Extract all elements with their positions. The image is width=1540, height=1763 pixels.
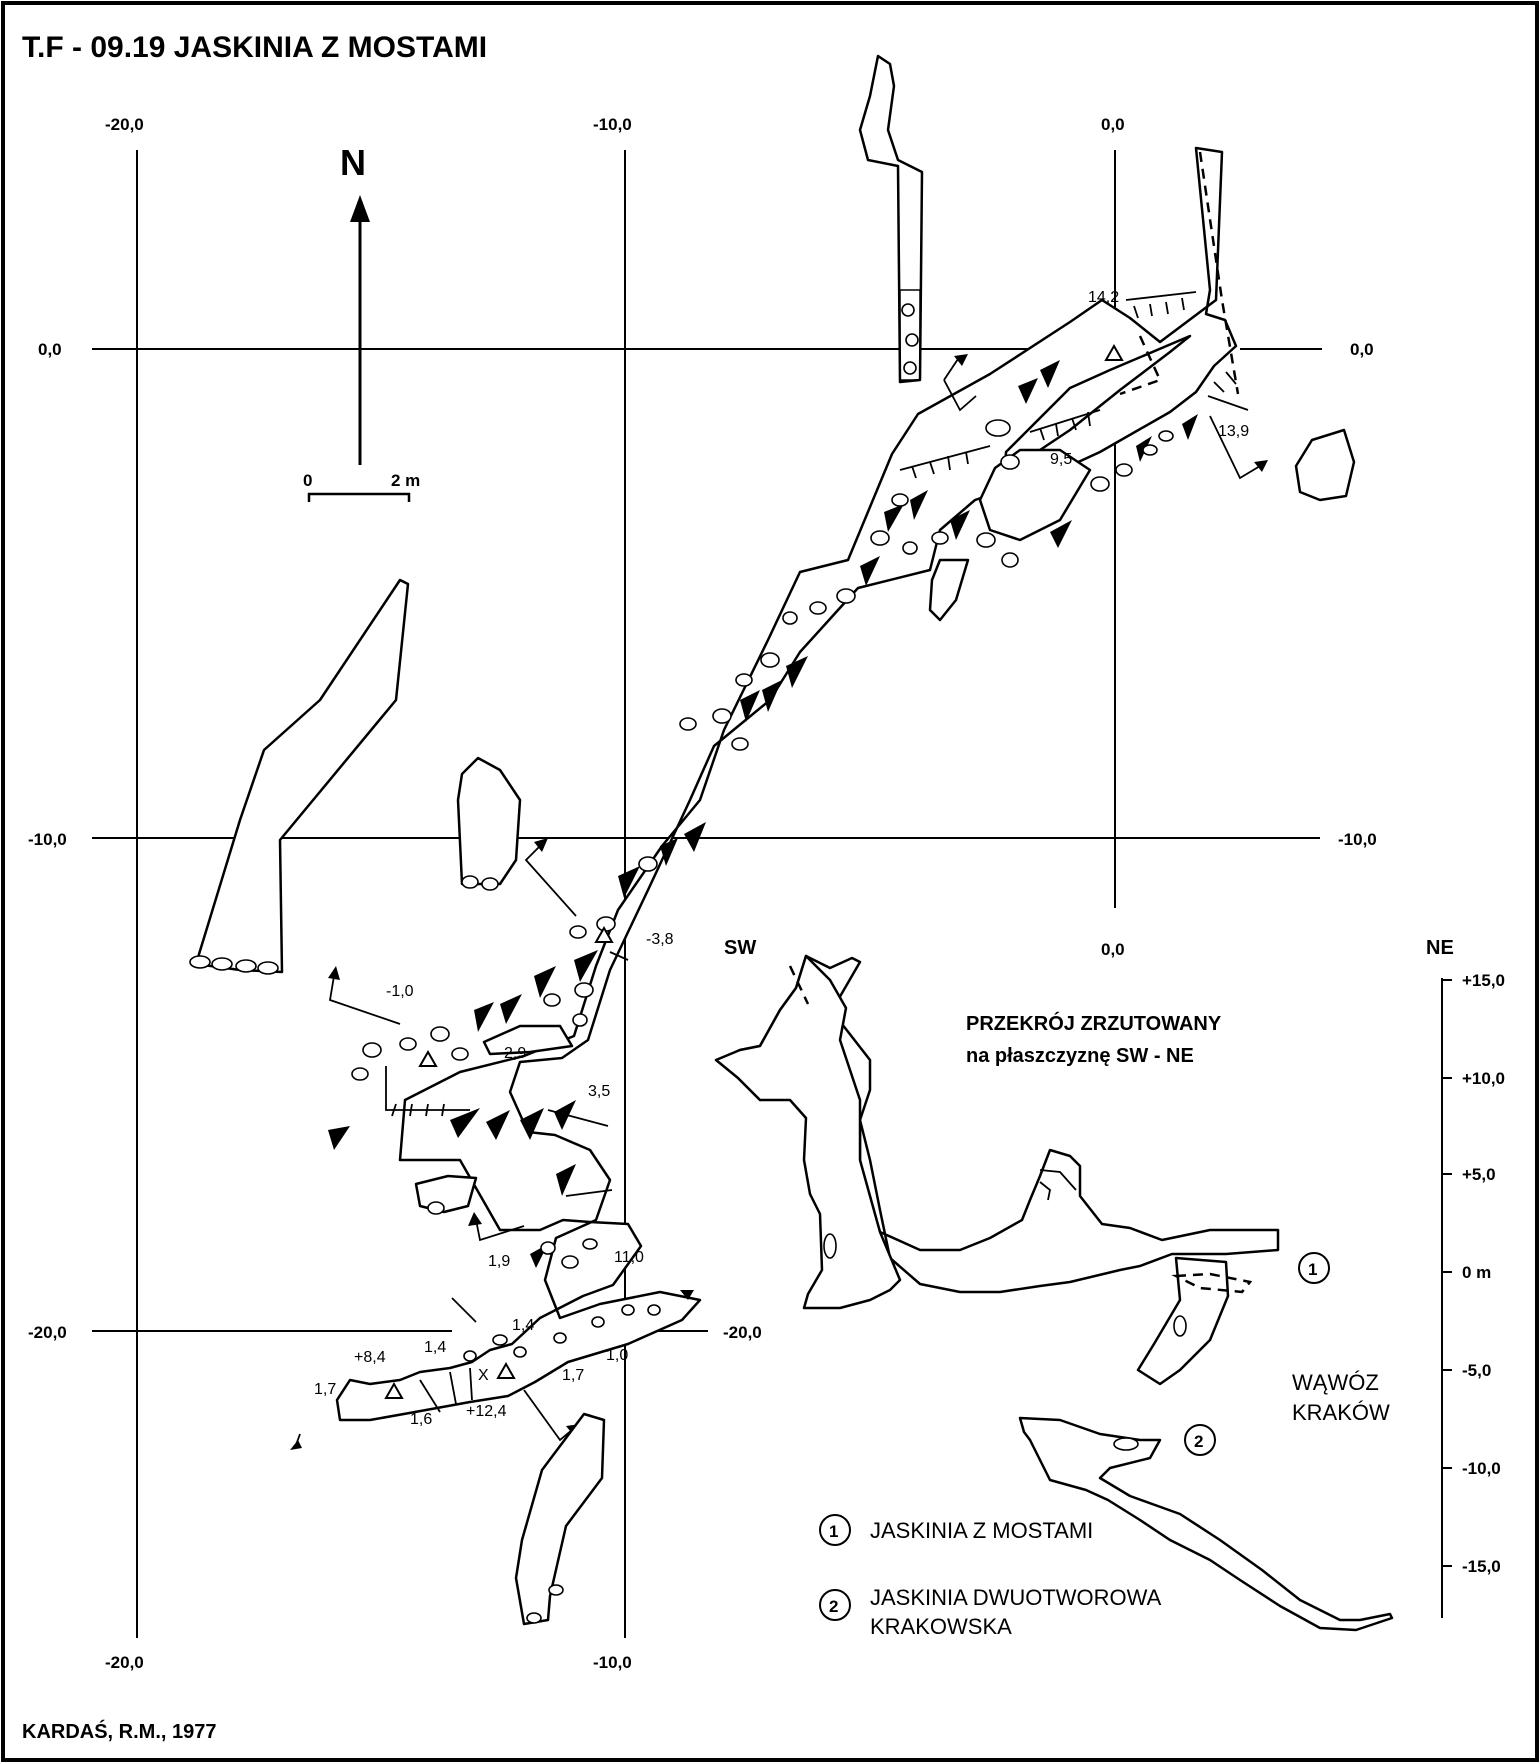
- grid-label-y-right-1: 0,0: [1350, 340, 1374, 359]
- section-marker-1-label: 1: [1308, 1260, 1317, 1279]
- section-cut-markers: [290, 354, 1268, 1450]
- svg-text:X: X: [478, 1367, 489, 1384]
- legend-item-2: JASKINIA DWUOTWOROWA: [870, 1585, 1162, 1610]
- cave-plan: X 14,2 13,9 9,5 -: [189, 54, 1356, 1626]
- cross-sections: [189, 54, 1356, 1626]
- station-label-plus-8-4: +8,4: [354, 1349, 386, 1366]
- grid-label-y-right-3: -20,0: [723, 1323, 762, 1342]
- station-label-1-0: 1,0: [606, 1347, 628, 1364]
- projected-section: SW NE PRZEKRÓJ ZRZUTOWANY na płaszczyznę…: [714, 937, 1505, 1632]
- section-title-line-1: PRZEKRÓJ ZRZUTOWANY: [966, 1011, 1222, 1035]
- station-label-1-6: 1,6: [410, 1411, 432, 1428]
- rubble-symbols: [351, 419, 1174, 1362]
- station-label-11-0: 11,0: [614, 1249, 644, 1266]
- author-credit: KARDAŚ, R.M., 1977: [22, 1719, 217, 1743]
- legend-item-1: JASKINIA Z MOSTAMI: [870, 1518, 1093, 1543]
- station-label-1-4-b: 1,4: [424, 1339, 446, 1356]
- section-title-line-2: na płaszczyznę SW - NE: [966, 1045, 1194, 1067]
- grid-label-x-top-1: -20,0: [105, 115, 144, 134]
- section-scale-minus-5: -5,0: [1462, 1361, 1491, 1380]
- grid-label-y-left-1: 0,0: [38, 340, 62, 359]
- section-scale-15: +15,0: [1462, 971, 1505, 990]
- station-label-3-5: 3,5: [588, 1083, 610, 1100]
- legend-marker-1-icon: [819, 1514, 851, 1546]
- svg-text:0: 0: [303, 471, 312, 490]
- gorge-label-line-2: KRAKÓW: [1292, 1400, 1390, 1425]
- station-label-9-5: 9,5: [1050, 451, 1072, 468]
- svg-text:N: N: [340, 142, 366, 183]
- grid-label-x-top-2: -10,0: [593, 115, 632, 134]
- gorge-label-line-1: WĄWÓZ: [1292, 1370, 1379, 1395]
- legend-marker-2-icon: [819, 1589, 851, 1621]
- talus-symbols: [328, 360, 1198, 1268]
- grid-label-y-left-3: -20,0: [28, 1323, 67, 1342]
- station-label-1-9: 1,9: [488, 1253, 510, 1270]
- section-marker-2-icon: [1184, 1424, 1216, 1456]
- scale-bar: 0 2 m: [303, 471, 420, 502]
- svg-text:2 m: 2 m: [391, 471, 420, 490]
- grid-label-x-top-3: 0,0: [1101, 115, 1125, 134]
- station-label-13-9: 13,9: [1218, 423, 1249, 440]
- legend-marker-2-number: 2: [829, 1597, 838, 1616]
- section-scale-10: +10,0: [1462, 1069, 1505, 1088]
- station-label-plus-12-4: +12,4: [466, 1403, 507, 1420]
- section-ne-label: NE: [1426, 937, 1454, 959]
- section-sw-label: SW: [724, 937, 756, 959]
- station-label-1-4-a: 1,4: [512, 1317, 534, 1334]
- section-scale-0: 0 m: [1462, 1263, 1491, 1282]
- station-label-minus-1-0: -1,0: [386, 983, 414, 1000]
- legend-item-2-line-2: KRAKOWSKA: [870, 1614, 1012, 1639]
- section-scale-minus-15: -15,0: [1462, 1557, 1501, 1576]
- section-marker-1-icon: [1298, 1252, 1330, 1284]
- grid-label-x-bottom-2: -10,0: [593, 1653, 632, 1672]
- section-marker-2-label: 2: [1194, 1432, 1203, 1451]
- coordinate-grid: [92, 150, 1322, 1638]
- legend-marker-1-number: 1: [829, 1522, 838, 1541]
- north-arrow-icon: N: [340, 142, 370, 465]
- map-title: T.F - 09.19 JASKINIA Z MOSTAMI: [22, 31, 487, 64]
- station-label-minus-3-8: -3,8: [646, 931, 674, 948]
- station-label-14-2: 14,2: [1088, 289, 1119, 306]
- section-scale-5: +5,0: [1462, 1165, 1496, 1184]
- grid-label-x-bottom-1: -20,0: [105, 1653, 144, 1672]
- grid-label-x-mid: 0,0: [1101, 940, 1125, 959]
- section-scale-minus-10: -10,0: [1462, 1459, 1501, 1478]
- survey-stations: X: [384, 343, 1124, 1399]
- grid-label-y-right-2: -10,0: [1338, 830, 1377, 849]
- legend: 1 JASKINIA Z MOSTAMI 2 JASKINIA DWUOTWOR…: [819, 1514, 1162, 1639]
- section-vertical-scale: [1441, 978, 1452, 1618]
- grid-label-y-left-2: -10,0: [28, 830, 67, 849]
- station-label-1-7-b: 1,7: [562, 1367, 584, 1384]
- station-label-1-7-a: 1,7: [314, 1381, 336, 1398]
- station-label-2-9: 2,9: [504, 1045, 526, 1062]
